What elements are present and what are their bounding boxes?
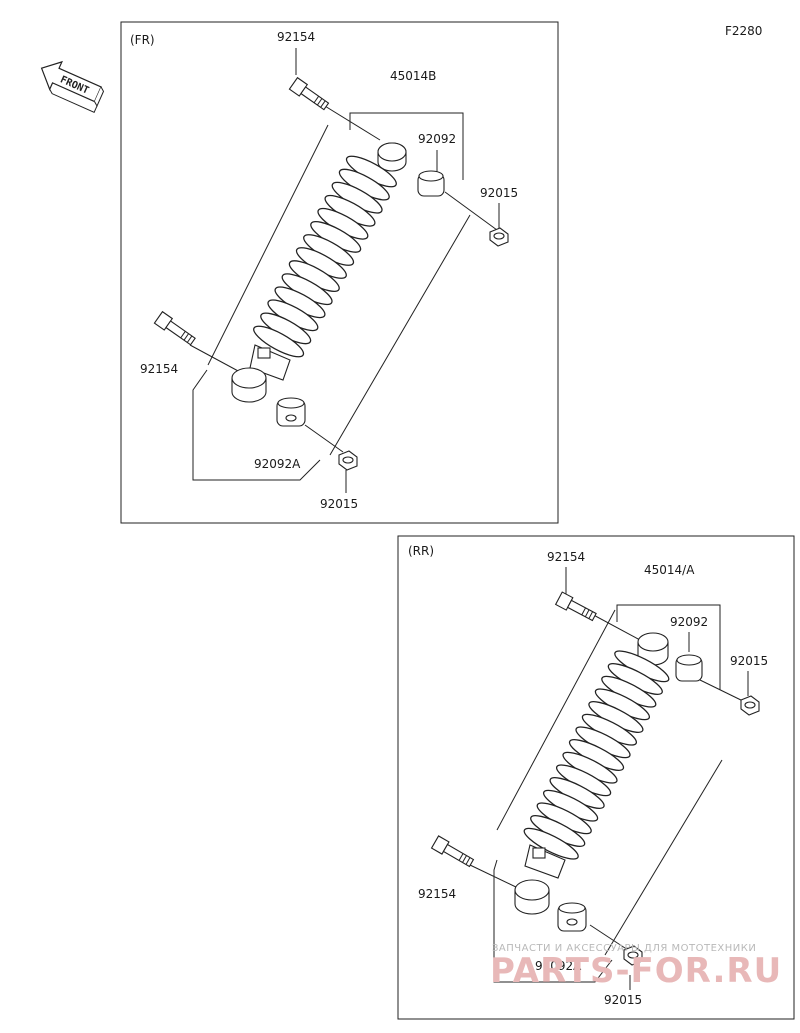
front-assembly-label: 45014B [390, 69, 436, 83]
rear-nut-top-axis [699, 679, 746, 703]
rear-assembly-label: 45014/A [644, 563, 695, 577]
rear-nut-bottom-axis [589, 924, 629, 951]
rear-assembly-bracket [616, 604, 721, 690]
rear-bottom-nut [623, 945, 643, 966]
rear-top-bolt [554, 591, 597, 622]
front-bottom-bracket [192, 369, 321, 481]
rear-bolt-top-label: 92154 [547, 550, 585, 564]
front-nut-top-label: 92015 [480, 186, 518, 200]
rear-bolt-top-axis [587, 611, 641, 641]
rear-bolt-bottom-label: 92154 [418, 887, 456, 901]
rear-bottom-bushing [557, 902, 587, 932]
front-section-frame [120, 21, 559, 524]
rear-section-frame [397, 535, 795, 1020]
spring-coil [523, 827, 579, 860]
front-axis-right [329, 214, 471, 456]
rear-bottom-bracket [493, 859, 613, 983]
rear-nut-top-label: 92015 [730, 654, 768, 668]
front-bushing-bottom-label: 92092A [254, 457, 301, 471]
rear-bushing-bottom-label: 92092A [535, 959, 582, 973]
watermark-tagline: ЗАПЧАСТИ И АКСЕССУАРЫ ДЛЯ МОТОТЕХНИКИ [492, 943, 756, 954]
rear-section-title: (RR) [408, 544, 434, 558]
rear-axis-right [604, 759, 723, 956]
rear-shock-section: (RR) 92154 45014/A 92092 92015 92154 920… [397, 535, 795, 1020]
front-nut-bottom-label: 92015 [320, 497, 358, 511]
front-bolt-top-label: 92154 [277, 30, 315, 44]
front-nut-bottom-axis [304, 424, 344, 453]
front-nut-top-axis [444, 191, 498, 231]
front-bushing-label: 92092 [418, 132, 456, 146]
rear-top-nut [740, 695, 760, 716]
front-top-nut [489, 227, 509, 247]
site-watermark: ЗАПЧАСТИ И АКСЕССУАРЫ ДЛЯ МОТОТЕХНИКИ PA… [490, 943, 782, 991]
rear-coil-spring [523, 650, 670, 860]
front-bottom-bolt [153, 310, 196, 346]
front-bottom-nut [338, 450, 358, 471]
front-axis-left [207, 124, 329, 366]
front-bolt-bottom-label: 92154 [140, 362, 178, 376]
rear-top-bushing [675, 654, 703, 682]
front-shock-section: (FR) 92154 45014B 92092 92015 92154 9209… [120, 21, 559, 524]
spring-coil [253, 325, 305, 358]
rear-bottom-collar [514, 879, 550, 915]
front-bottom-collar [231, 367, 267, 403]
front-direction-arrow-icon: FRONT [40, 60, 105, 114]
front-top-collar [377, 142, 407, 172]
front-coil-spring [253, 155, 397, 358]
front-bottom-bushing [276, 397, 306, 427]
front-bolt-top-axis [319, 102, 381, 141]
front-bolt-bottom-axis [189, 344, 241, 373]
front-section-title: (FR) [130, 33, 155, 47]
watermark-brand: PARTS-FOR.RU [490, 951, 782, 991]
figure-code: F2280 [725, 24, 762, 38]
rear-bottom-bolt [430, 835, 475, 868]
front-top-bushing [417, 170, 445, 197]
front-top-bolt [288, 76, 330, 111]
rear-nut-bottom-label: 92015 [604, 993, 642, 1007]
rear-bushing-label: 92092 [670, 615, 708, 629]
rear-bolt-bottom-axis [469, 864, 519, 889]
rear-axis-left [496, 609, 616, 831]
rear-bottom-eye [524, 844, 566, 879]
